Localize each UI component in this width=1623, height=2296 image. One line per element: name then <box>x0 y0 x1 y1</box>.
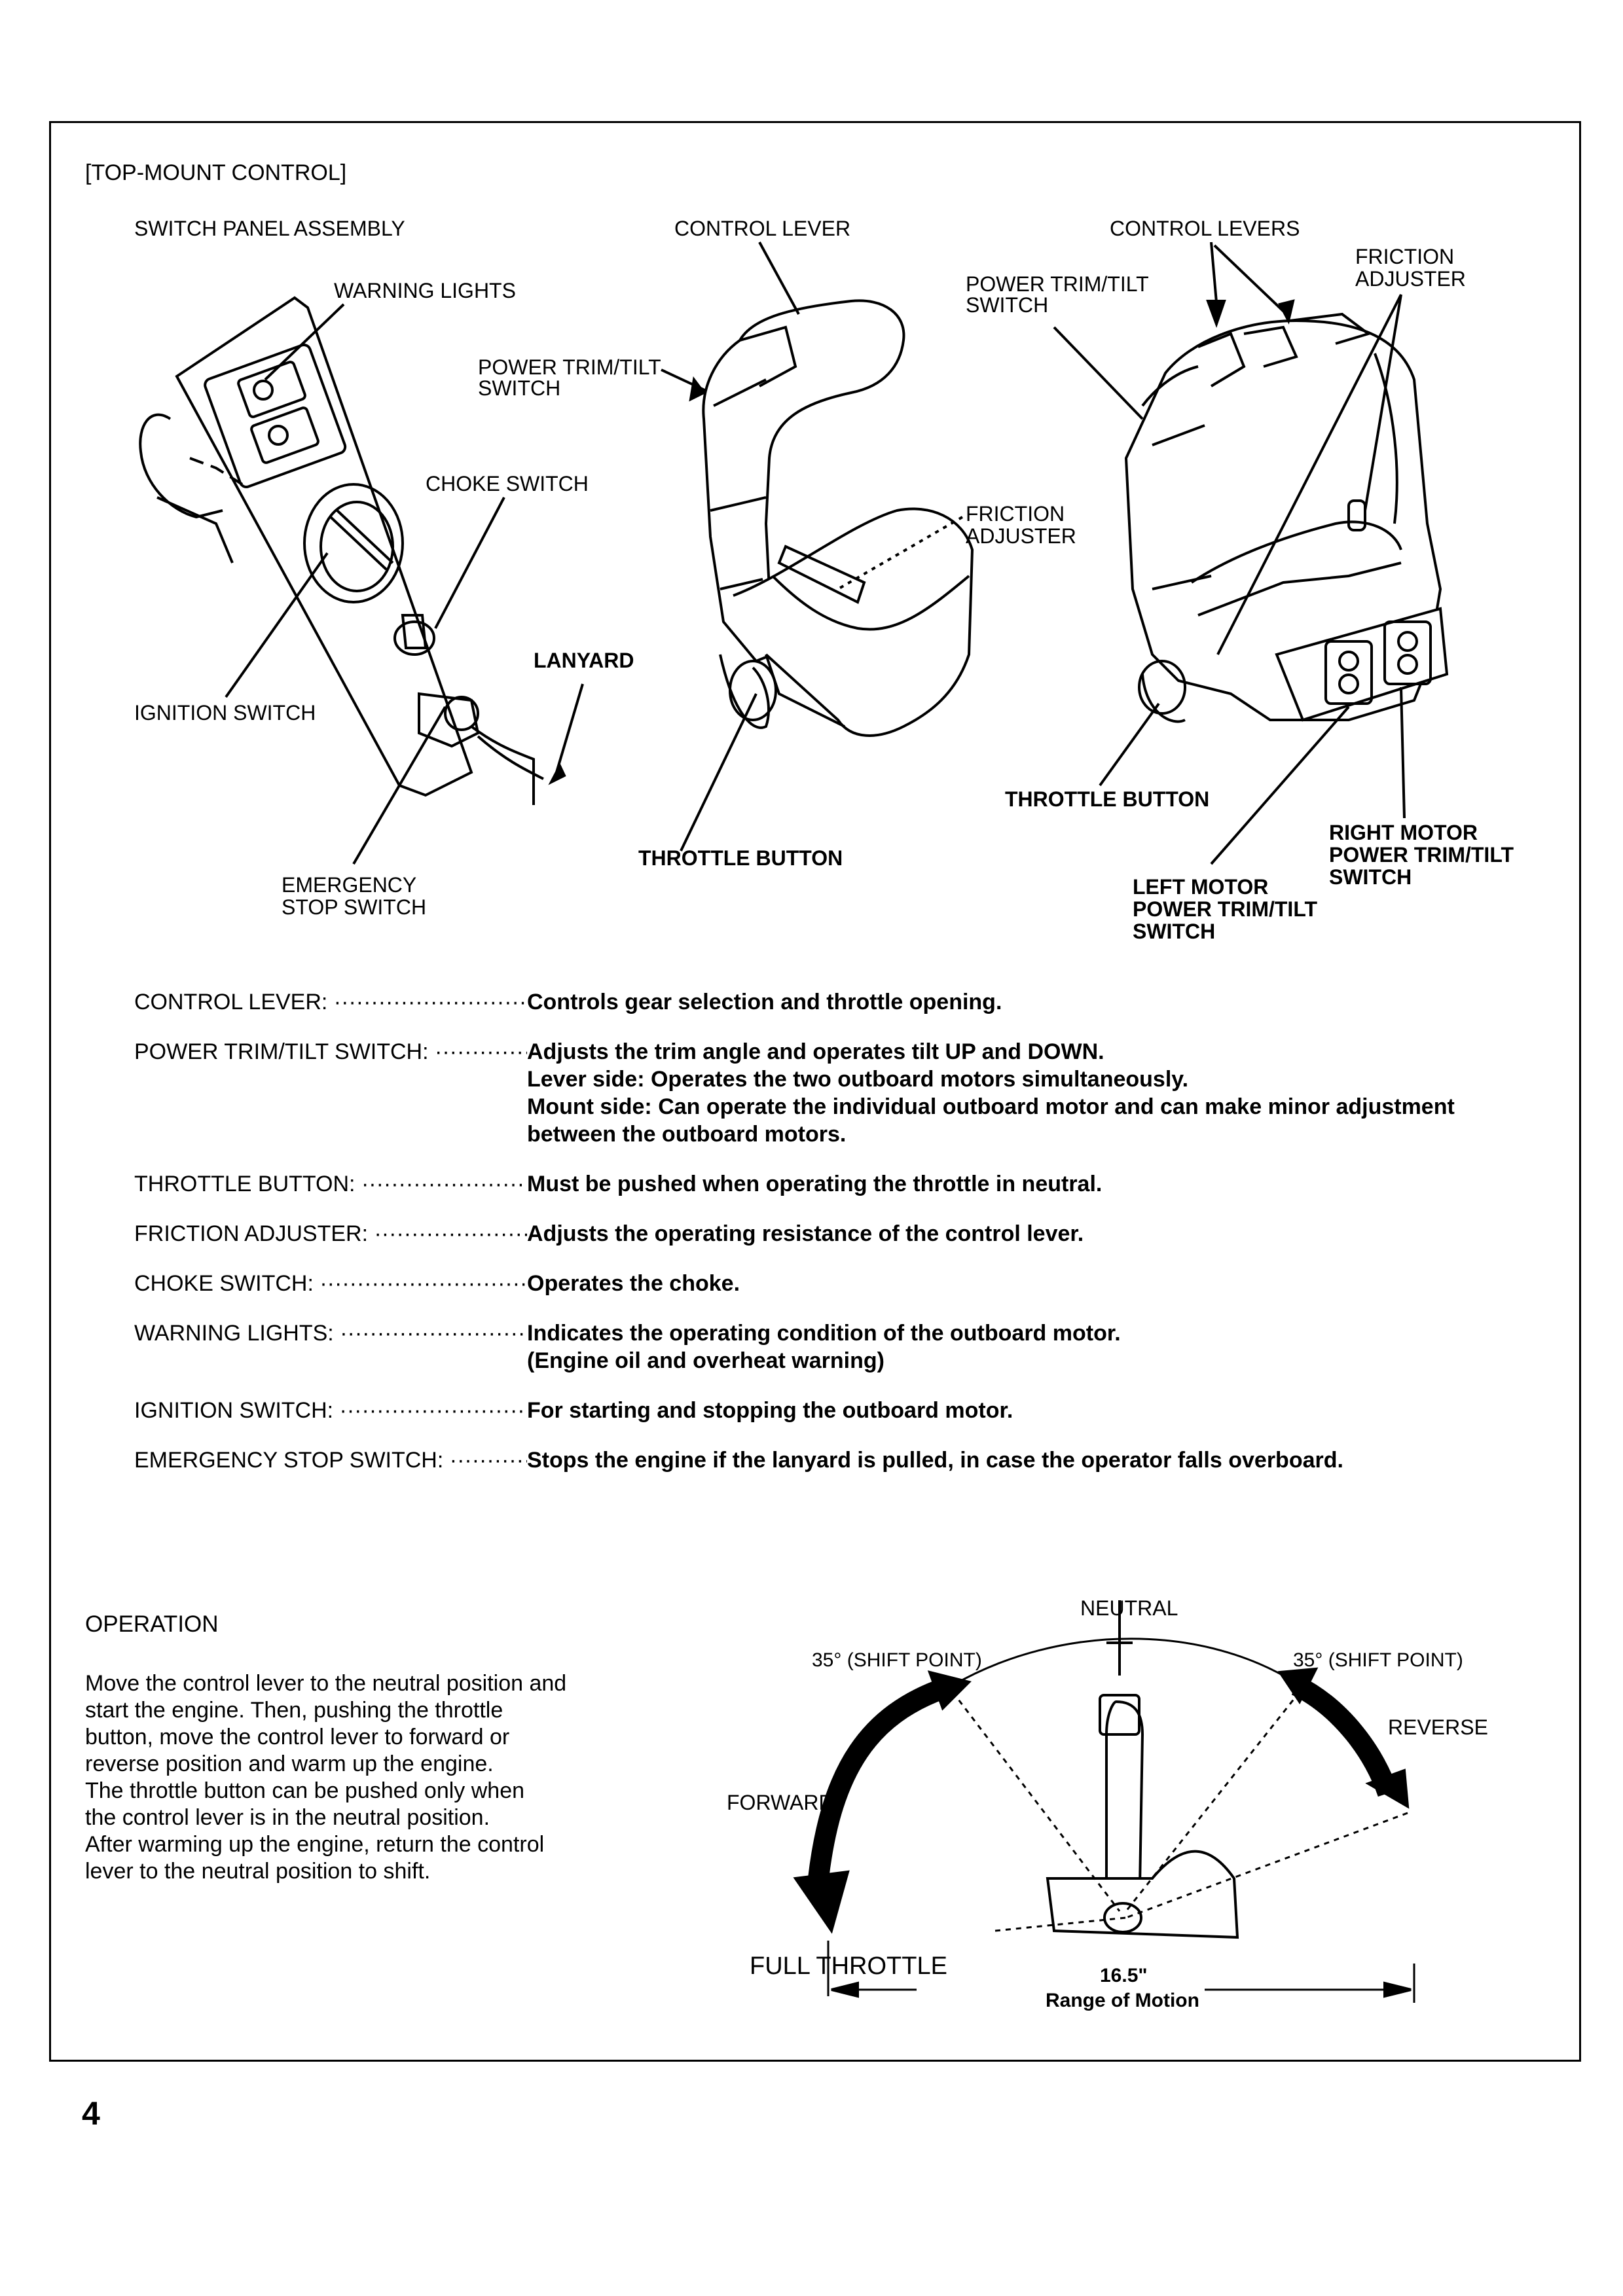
label-neutral: NEUTRAL <box>1080 1596 1178 1620</box>
label-full-throttle: FULL THROTTLE <box>750 1952 947 1980</box>
label-right-motor-switch: RIGHT MOTOR POWER TRIM/TILT SWITCH <box>1329 821 1514 889</box>
page-frame <box>49 121 1581 2062</box>
switch-panel-drawing <box>139 296 544 805</box>
label-control-lever: CONTROL LEVER <box>674 217 851 240</box>
definition-row: EMERGENCY STOP SWITCH: ·················… <box>134 1446 1542 1474</box>
definition-text: Stops the engine if the lanyard is pulle… <box>527 1448 1343 1473</box>
definition-term: CHOKE SWITCH: ··························… <box>134 1271 527 1296</box>
label-power-trim-tilt-switch-panel: POWER TRIM/TILT SWITCH <box>478 355 661 400</box>
label-throttle-button-dual: THROTTLE BUTTON <box>1005 787 1210 811</box>
definition-row: IGNITION SWITCH: ·······················… <box>134 1397 1542 1424</box>
definition-text: Indicates the operating condition of the… <box>527 1321 1121 1373</box>
definition-term: EMERGENCY STOP SWITCH: ·················… <box>134 1448 527 1473</box>
label-friction-adjuster-dual: FRICTION ADJUSTER <box>1355 245 1466 291</box>
label-switch-panel-assembly: SWITCH PANEL ASSEMBLY <box>134 217 405 240</box>
label-lanyard: LANYARD <box>534 649 634 672</box>
definition-term: FRICTION ADJUSTER: ·····················… <box>134 1221 527 1246</box>
label-reverse: REVERSE <box>1388 1715 1488 1739</box>
operation-text: Move the control lever to the neutral po… <box>85 1671 567 1884</box>
section-title: [TOP-MOUNT CONTROL] <box>85 160 347 185</box>
label-shift-point-right: 35° (SHIFT POINT) <box>1293 1649 1463 1671</box>
operation-title: OPERATION <box>85 1611 219 1637</box>
definition-term: THROTTLE BUTTON: ·······················… <box>134 1172 527 1196</box>
definition-row: POWER TRIM/TILT SWITCH: ················… <box>134 1038 1542 1148</box>
definition-text: For starting and stopping the outboard m… <box>527 1398 1013 1423</box>
definition-row: FRICTION ADJUSTER: ·····················… <box>134 1220 1542 1247</box>
label-throttle-button-single: THROTTLE BUTTON <box>638 846 843 870</box>
label-ignition-switch: IGNITION SWITCH <box>134 701 316 725</box>
definition-text: Controls gear selection and throttle ope… <box>527 990 1002 1014</box>
definition-term: CONTROL LEVER: ·························… <box>134 990 527 1014</box>
single-lever-drawing <box>702 299 974 737</box>
label-left-motor-switch: LEFT MOTOR POWER TRIM/TILT SWITCH <box>1133 875 1318 943</box>
definition-term: POWER TRIM/TILT SWITCH: ················… <box>134 1039 527 1064</box>
definition-text: Adjusts the trim angle and operates tilt… <box>527 1039 1455 1147</box>
definition-row: WARNING LIGHTS: ························… <box>134 1319 1542 1374</box>
definitions-list: CONTROL LEVER: ·························… <box>134 988 1542 1496</box>
range-label: Range of Motion <box>1046 1990 1199 2011</box>
definition-row: THROTTLE BUTTON: ·······················… <box>134 1170 1542 1198</box>
definition-text: Operates the choke. <box>527 1271 740 1296</box>
label-warning-lights: WARNING LIGHTS <box>334 279 516 302</box>
definition-text: Must be pushed when operating the thrott… <box>527 1172 1103 1196</box>
label-shift-point-left: 35° (SHIFT POINT) <box>812 1649 982 1671</box>
page-number: 4 <box>82 2095 100 2132</box>
range-value: 16.5" <box>1100 1965 1148 1986</box>
definition-row: CONTROL LEVER: ·························… <box>134 988 1542 1016</box>
label-emergency-stop-switch: EMERGENCY STOP SWITCH <box>282 873 427 919</box>
label-control-levers: CONTROL LEVERS <box>1110 217 1300 240</box>
label-choke-switch: CHOKE SWITCH <box>426 472 589 495</box>
range-of-motion-diagram <box>793 1600 1415 2003</box>
label-forward: FORWARD <box>727 1791 834 1814</box>
dual-lever-drawing <box>1124 312 1449 723</box>
definition-row: CHOKE SWITCH: ··························… <box>134 1270 1542 1297</box>
label-friction-adjuster-single: FRICTION ADJUSTER <box>966 502 1076 548</box>
definition-term: WARNING LIGHTS: ························… <box>134 1321 527 1346</box>
label-power-trim-tilt-switch-dual: POWER TRIM/TILT SWITCH <box>966 272 1149 317</box>
definition-text: Adjusts the operating resistance of the … <box>527 1221 1084 1246</box>
definition-term: IGNITION SWITCH: ·······················… <box>134 1398 527 1423</box>
